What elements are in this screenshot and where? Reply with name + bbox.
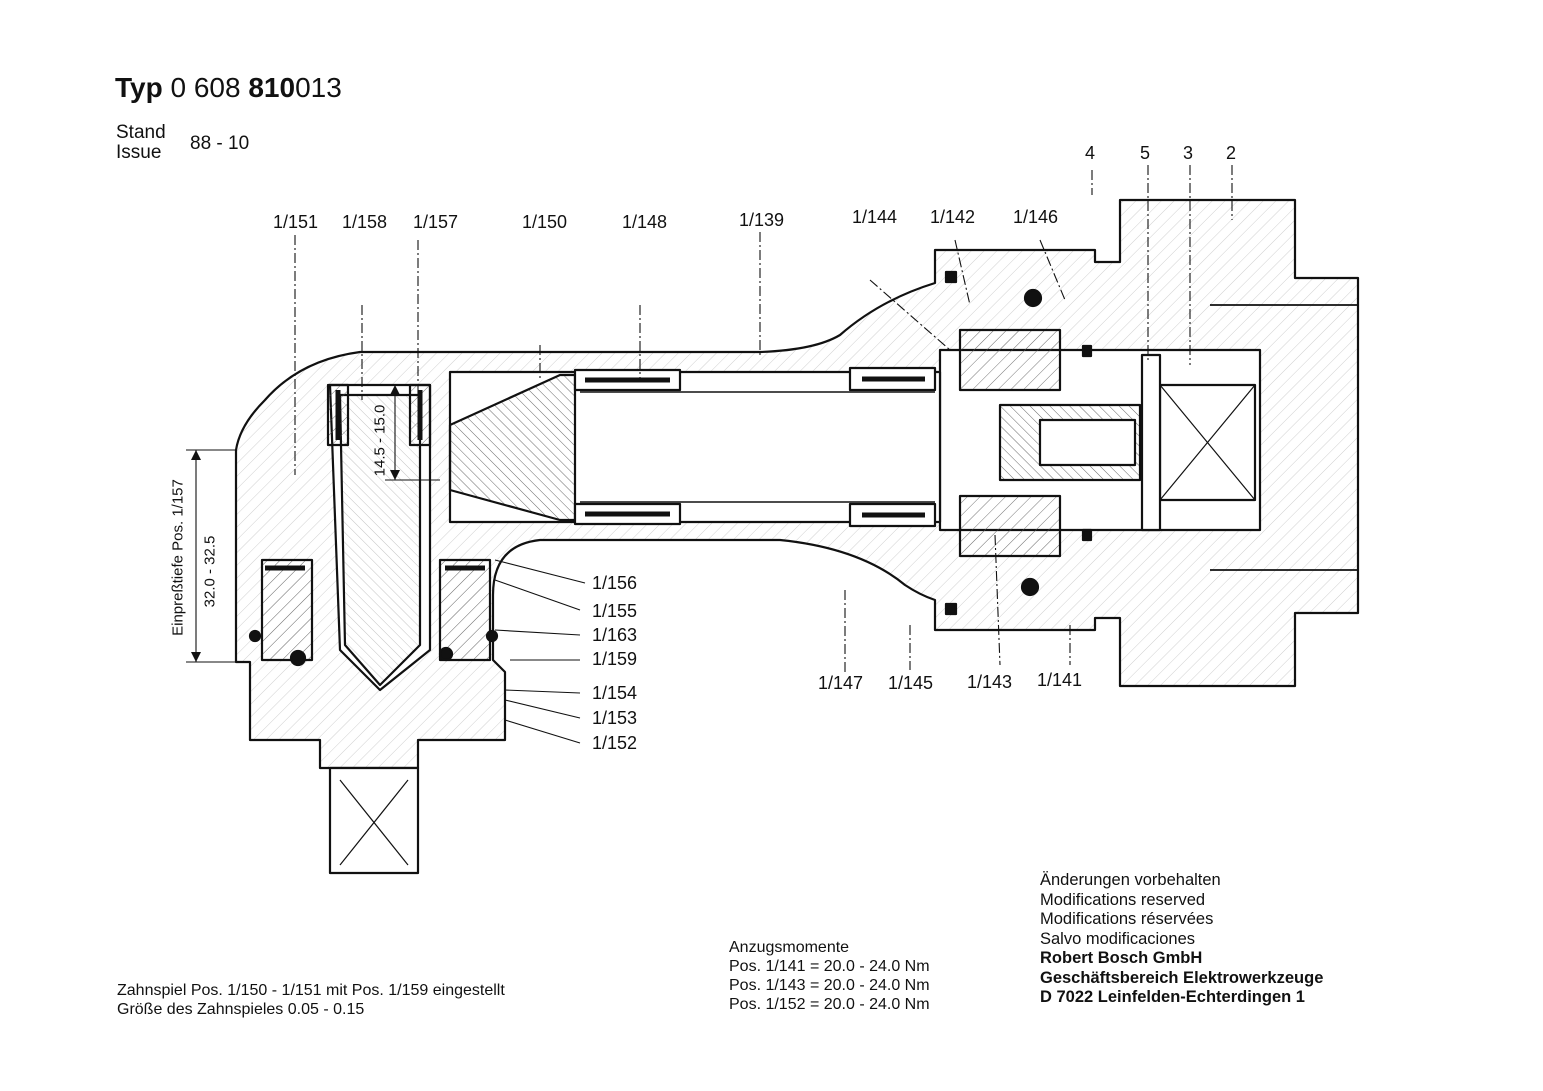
drawing-title: Typ 0 608 810013 (115, 72, 342, 103)
callout-1-155: 1/155 (592, 601, 638, 621)
callout-1-148: 1/148 (622, 212, 668, 232)
callout-1-145: 1/145 (888, 673, 934, 693)
callout-1-151: 1/151 (273, 212, 319, 232)
disclaimer-es: Salvo modificaciones (1040, 929, 1195, 948)
callout-1-156: 1/156 (592, 573, 638, 593)
torque-heading: Anzugsmomente (729, 939, 850, 956)
callout-1-159: 1/159 (592, 649, 638, 669)
disclaimer-block: Änderungen vorbehalten Modifications res… (1040, 871, 1323, 1008)
callout-1-152: 1/152 (592, 733, 638, 753)
backlash-note-line2: Größe des Zahnspieles 0.05 - 0.15 (117, 1001, 365, 1018)
issue-label: Issue (116, 142, 162, 163)
callout-1-144: 1/144 (852, 207, 898, 227)
callout-1-141: 1/141 (1037, 670, 1083, 690)
callout-1-146: 1/146 (1013, 207, 1059, 227)
torque-table: Anzugsmomente Pos. 1/141 = 20.0 - 24.0 N… (729, 938, 930, 1014)
callout-4: 4 (1085, 143, 1096, 163)
disclaimer-en: Modifications reserved (1040, 890, 1206, 909)
callout-2: 2 (1226, 143, 1237, 163)
callout-1-143: 1/143 (967, 672, 1013, 692)
torque-row: Pos. 1/141 = 20.0 - 24.0 Nm (729, 958, 930, 975)
callout-3: 3 (1183, 143, 1194, 163)
callout-1-153: 1/153 (592, 708, 638, 728)
company-name: Robert Bosch GmbH (1040, 949, 1203, 967)
stand-label: Stand (116, 122, 166, 143)
callout-1-163: 1/163 (592, 625, 638, 645)
disclaimer-fr: Modifications réservées (1040, 910, 1214, 928)
press-depth-label: Einpreßtiefe Pos. 1/157 (169, 479, 187, 636)
company-division: Geschäftsbereich Elektrowerkzeuge (1040, 968, 1324, 987)
press-depth-value: 32.0 - 32.5 (201, 535, 219, 608)
callout-5: 5 (1140, 143, 1151, 163)
torque-row: Pos. 1/143 = 20.0 - 24.0 Nm (729, 977, 930, 994)
issue-value: 88 - 10 (190, 133, 250, 154)
backlash-note: Zahnspiel Pos. 1/150 - 1/151 mit Pos. 1/… (117, 981, 505, 1019)
disclaimer-de: Änderungen vorbehalten (1040, 871, 1221, 889)
callout-1-158: 1/158 (342, 212, 388, 232)
callout-1-154: 1/154 (592, 683, 638, 703)
inner-dimension-value: 14.5 - 15.0 (371, 404, 389, 477)
callout-1-147: 1/147 (818, 673, 864, 693)
stand-labels: Stand Issue (116, 123, 166, 163)
callout-1-142: 1/142 (930, 207, 976, 227)
callout-1-157: 1/157 (413, 212, 459, 232)
backlash-note-line1: Zahnspiel Pos. 1/150 - 1/151 mit Pos. 1/… (117, 982, 505, 999)
callout-1-150: 1/150 (522, 212, 568, 232)
torque-row: Pos. 1/152 = 20.0 - 24.0 Nm (729, 996, 930, 1013)
callout-1-139: 1/139 (739, 210, 785, 230)
company-address: D 7022 Leinfelden-Echterdingen 1 (1040, 988, 1305, 1006)
